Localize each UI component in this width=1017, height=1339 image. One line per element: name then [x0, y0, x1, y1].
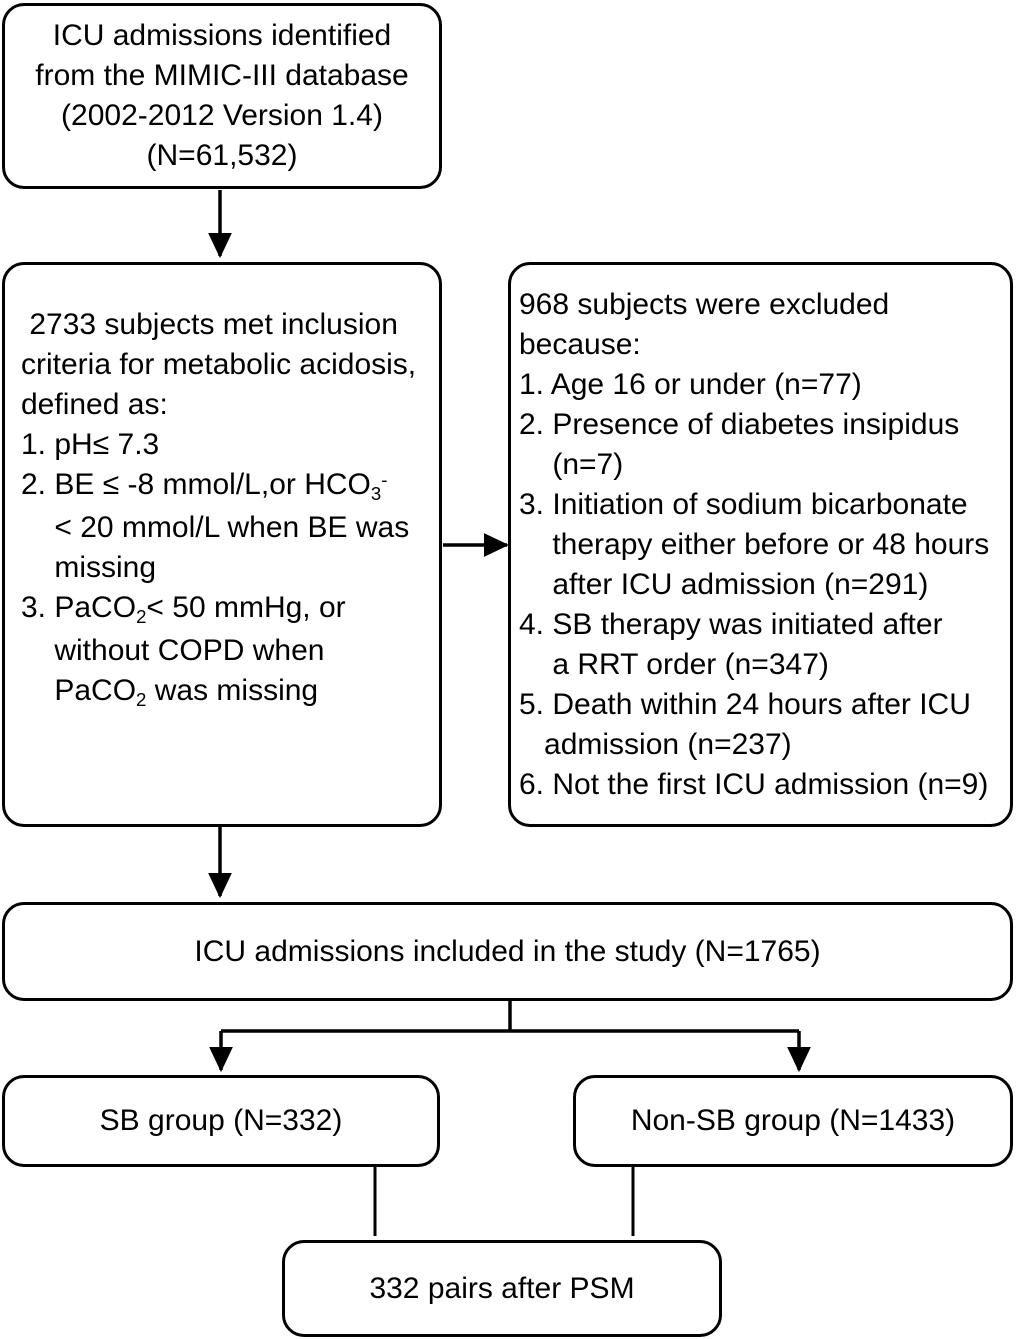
- source-line-2: from the MIMIC-III database: [35, 59, 409, 92]
- exclusion-line-10: a RRT order (n=347): [519, 647, 829, 681]
- sb-group-text: SB group (N=332): [5, 1101, 437, 1141]
- included-study-label: ICU admissions included in the study (N=…: [194, 934, 821, 968]
- exclusion-line-5: (n=7): [519, 447, 624, 481]
- exclusion-line-9: 4. SB therapy was initiated after: [519, 607, 943, 641]
- non-sb-group-box[interactable]: Non-SB group (N=1433): [573, 1075, 1013, 1167]
- inclusion-line-1: 2733 subjects met inclusion: [21, 308, 398, 341]
- inclusion-line-7: missing: [21, 551, 157, 584]
- inclusion-line-5: 2. BE ≤ -8 mmol/L,or HCO3-: [21, 468, 388, 504]
- exclusion-line-13: 6. Not the first ICU admission (n=9): [519, 767, 989, 801]
- exclusion-criteria-box[interactable]: 968 subjects were excluded because: 1. A…: [508, 262, 1013, 827]
- exclusion-line-7: therapy either before or 48 hours: [519, 527, 990, 561]
- inclusion-line-3: defined as:: [21, 388, 168, 421]
- psm-result-label: 332 pairs after PSM: [369, 1271, 635, 1305]
- source-cohort-box[interactable]: ICU admissions identified from the MIMIC…: [2, 3, 442, 189]
- inclusion-line-4: 1. pH≤ 7.3: [21, 428, 160, 461]
- exclusion-line-6: 3. Initiation of sodium bicarbonate: [519, 487, 968, 521]
- inclusion-line-8: 3. PaCO2< 50 mmHg, or: [21, 591, 346, 627]
- included-study-text: ICU admissions included in the study (N=…: [5, 932, 1010, 972]
- sb-group-box[interactable]: SB group (N=332): [2, 1075, 440, 1167]
- sb-group-label: SB group (N=332): [99, 1104, 343, 1137]
- exclusion-line-3: 1. Age 16 or under (n=77): [519, 367, 862, 401]
- exclusion-line-4: 2. Presence of diabetes insipidus: [519, 407, 960, 441]
- inclusion-criteria-box[interactable]: 2733 subjects met inclusion criteria for…: [2, 262, 442, 827]
- inclusion-line-9: without COPD when: [21, 634, 325, 667]
- exclusion-criteria-text: 968 subjects were excluded because: 1. A…: [511, 285, 1010, 805]
- non-sb-group-label: Non-SB group (N=1433): [630, 1104, 956, 1137]
- exclusion-line-11: 5. Death within 24 hours after ICU: [519, 687, 971, 721]
- exclusion-line-8: after ICU admission (n=291): [519, 567, 929, 601]
- exclusion-line-12: admission (n=237): [519, 727, 792, 761]
- source-line-1: ICU admissions identified: [52, 19, 392, 52]
- inclusion-line-10: PaCO2 was missing: [21, 674, 319, 710]
- inclusion-line-2: criteria for metabolic acidosis,: [21, 348, 417, 381]
- inclusion-line-6: < 20 mmol/L when BE was: [21, 511, 410, 544]
- psm-result-box[interactable]: 332 pairs after PSM: [282, 1240, 722, 1337]
- inclusion-criteria-text: 2733 subjects met inclusion criteria for…: [5, 305, 439, 714]
- psm-result-text: 332 pairs after PSM: [285, 1269, 719, 1309]
- source-cohort-text: ICU admissions identified from the MIMIC…: [5, 16, 439, 176]
- exclusion-line-2: because:: [519, 327, 641, 361]
- non-sb-group-text: Non-SB group (N=1433): [576, 1101, 1010, 1141]
- source-line-4: (N=61,532): [146, 139, 298, 172]
- exclusion-line-1: 968 subjects were excluded: [519, 287, 890, 321]
- source-line-3: (2002-2012 Version 1.4): [61, 99, 383, 132]
- included-study-box[interactable]: ICU admissions included in the study (N=…: [2, 902, 1013, 1001]
